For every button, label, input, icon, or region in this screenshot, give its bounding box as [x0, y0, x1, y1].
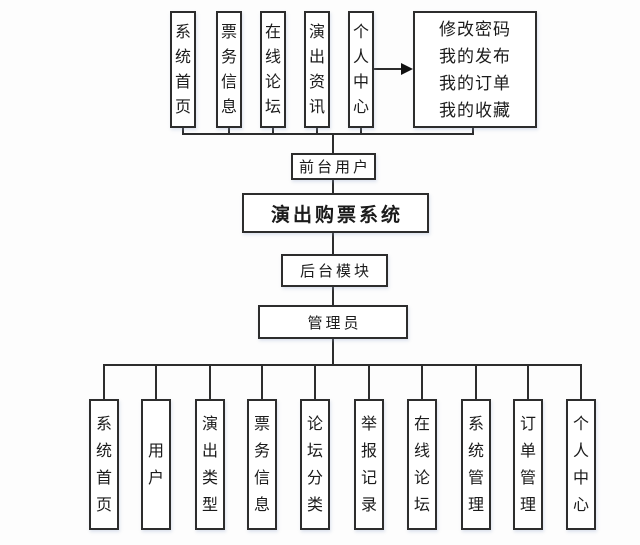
admin-module-box-home: 系统首页 — [89, 399, 119, 530]
admin-module-box-users: 用户 — [141, 399, 171, 530]
front-module-box-news: 演出资讯 — [304, 11, 330, 128]
arrow-line-personal-to-detail — [374, 68, 402, 70]
connector-stub-admin-show-types — [209, 365, 211, 399]
admin-box: 管理员 — [258, 305, 408, 339]
front-module-box-personal: 个人中心 — [348, 11, 374, 128]
connector-front-user-to-title — [332, 180, 334, 193]
connector-stub-front-personal — [360, 128, 362, 134]
connector-title-to-backend — [332, 233, 334, 254]
connector-admin-to-bus — [332, 339, 334, 366]
front-module-box-home: 系统首页 — [170, 11, 196, 128]
connector-backend-to-admin — [332, 287, 334, 305]
detail-line-my-orders: 我的订单 — [439, 73, 511, 93]
admin-module-box-system-mgmt: 系统管理 — [461, 399, 491, 530]
admin-module-box-forum-categories: 论坛分类 — [300, 399, 330, 530]
connector-stub-admin-users — [155, 365, 157, 399]
connector-stub-admin-system — [475, 365, 477, 399]
admin-module-box-report-records: 举报记录 — [354, 399, 384, 530]
detail-line-change-password: 修改密码 — [439, 19, 511, 39]
arrow-right-icon — [401, 63, 413, 75]
connector-stub-admin-tickets — [261, 365, 263, 399]
admin-module-box-online-forum: 在线论坛 — [407, 399, 437, 530]
admin-module-box-personal-center: 个人中心 — [566, 399, 596, 530]
connector-stub-admin-forum-cat — [314, 365, 316, 399]
connector-stub-front-home — [182, 128, 184, 134]
connector-bottom-bus — [103, 364, 582, 366]
connector-stub-front-forum — [272, 128, 274, 134]
connector-stub-admin-home — [103, 365, 105, 399]
connector-stub-admin-reports — [368, 365, 370, 399]
admin-module-box-show-types: 演出类型 — [195, 399, 225, 530]
connector-stub-detail-box — [472, 128, 474, 134]
connector-stub-front-news — [316, 128, 318, 134]
system-title-box: 演出购票系统 — [242, 193, 429, 233]
connector-stub-admin-forum — [421, 365, 423, 399]
connector-stub-admin-orders — [527, 365, 529, 399]
personal-center-detail-box: 修改密码 我的发布 我的订单 我的收藏 — [413, 11, 537, 128]
admin-module-box-ticket-info: 票务信息 — [247, 399, 277, 530]
admin-module-box-order-mgmt: 订单管理 — [513, 399, 543, 530]
connector-stub-front-tickets — [228, 128, 230, 134]
front-module-box-tickets: 票务信息 — [216, 11, 242, 128]
detail-line-my-posts: 我的发布 — [439, 46, 511, 66]
front-user-box: 前台用户 — [291, 153, 376, 180]
connector-top-bus — [182, 133, 474, 135]
connector-bus-to-front-user — [332, 134, 334, 153]
connector-stub-admin-personal — [580, 365, 582, 399]
detail-line-my-favorites: 我的收藏 — [439, 100, 511, 120]
front-module-box-forum: 在线论坛 — [260, 11, 286, 128]
backend-module-box: 后台模块 — [281, 254, 388, 287]
